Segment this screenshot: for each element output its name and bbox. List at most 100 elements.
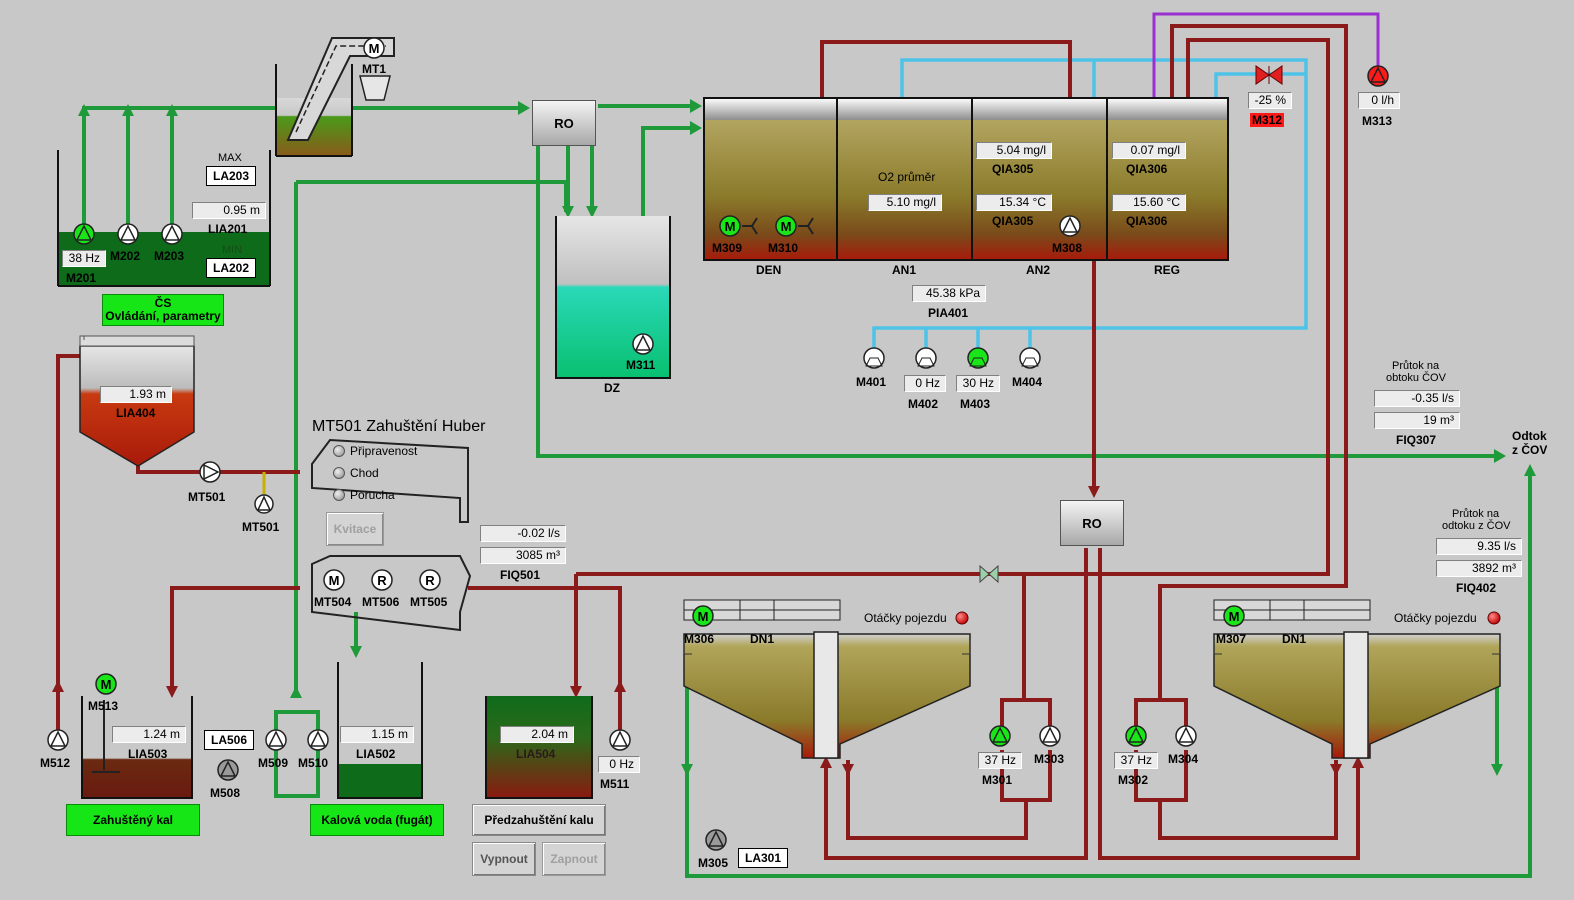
dz-tank (555, 216, 671, 379)
fiq402-caption-line1: Průtok na (1452, 508, 1500, 520)
sludge-water-button[interactable]: Kalová voda (fugát) (310, 804, 444, 836)
la202-caption: MIN (222, 244, 243, 256)
speed-alarm-lamp-left (955, 611, 969, 625)
o2-average-value: 5.10 mg/l (868, 194, 942, 211)
pump-m511 (609, 729, 631, 751)
qia306-o2-value: 0.07 mg/l (1112, 142, 1186, 159)
ro-lower[interactable]: RO (1060, 500, 1124, 546)
pump-mt501-feed (199, 461, 221, 483)
m508-tag: M508 (210, 786, 241, 800)
speed-caption-right: Otáčky pojezdu (1394, 611, 1477, 625)
dz-tag: DZ (604, 381, 620, 395)
m302-tag: M302 (1118, 773, 1149, 787)
speed-caption-left: Otáčky pojezdu (864, 611, 947, 625)
lia504-value: 2.04 m (500, 726, 574, 743)
svg-text:M: M (369, 41, 380, 56)
an1-label: AN1 (892, 263, 917, 277)
svg-text:M: M (329, 573, 340, 588)
m305-tag: M305 (698, 856, 729, 870)
pump-m301 (989, 725, 1011, 747)
m511-tag: M511 (600, 777, 630, 791)
motor-mt506: R (371, 569, 393, 591)
m313-tag: M313 (1362, 114, 1393, 128)
fiq402-tag: FIQ402 (1456, 581, 1497, 595)
den-label: DEN (756, 263, 782, 277)
m202-tag: M202 (110, 249, 141, 263)
motor-m513: M (95, 673, 117, 695)
pump-m302 (1125, 725, 1147, 747)
qia305-o2-value: 5.04 mg/l (976, 142, 1052, 159)
lia502-tank (337, 662, 423, 799)
mixer-m309: M (719, 215, 758, 237)
fiq307-flow: -0.35 l/s (1374, 390, 1460, 407)
m401-tag: M401 (856, 375, 887, 389)
status-fault-label: Porucha (350, 488, 395, 502)
svg-text:M: M (725, 219, 736, 234)
motor-m306: M (692, 605, 714, 627)
on-button[interactable]: Zapnout (542, 842, 606, 876)
lia503-tag: LIA503 (128, 747, 168, 761)
m306-tag: M306 (684, 632, 715, 646)
svg-text:R: R (425, 573, 435, 588)
m203-tag: M203 (154, 249, 185, 263)
pia401-tag: PIA401 (928, 306, 969, 320)
fiq501-flow: -0.02 l/s (480, 525, 566, 542)
lia404-value: 1.93 m (100, 386, 172, 403)
la301-tag[interactable]: LA301 (738, 848, 788, 868)
valve-m312 (1255, 65, 1283, 85)
m311-tag: M311 (626, 358, 656, 372)
o2-average-caption: O2 průměr (878, 170, 936, 184)
status-ready-label: Připravenost (350, 444, 418, 458)
pump-m305 (705, 829, 727, 851)
outflow-line1: Odtok (1512, 429, 1547, 443)
svg-text:M: M (698, 609, 709, 624)
status-lamp-fault (333, 489, 345, 501)
m301-freq: 37 Hz (978, 752, 1022, 769)
blower-m402 (915, 347, 937, 369)
svg-text:M: M (781, 219, 792, 234)
cs-control-button[interactable]: ČS Ovládání, parametry (102, 294, 224, 326)
m402-tag: M402 (908, 397, 939, 411)
lia504-tag: LIA504 (516, 747, 556, 761)
svg-text:M: M (101, 677, 112, 692)
lia502-value: 1.15 m (340, 726, 414, 743)
motor-mt504: M (323, 569, 345, 591)
motor-mt1: M (363, 37, 385, 59)
ro-upper[interactable]: RO (532, 100, 596, 146)
fiq501-volume: 3085 m³ (480, 547, 566, 564)
motor-m307: M (1223, 605, 1245, 627)
valve-red-pipe (979, 564, 999, 584)
pia401-value: 45.38 kPa (912, 285, 986, 302)
m313-value: 0 l/h (1358, 92, 1400, 109)
m510-tag: M510 (298, 756, 329, 770)
m307-tag: M307 (1216, 632, 1247, 646)
prethickening-button[interactable]: Předzahuštění kalu (472, 804, 606, 836)
la506-tag[interactable]: LA506 (204, 730, 254, 750)
mt505-tag: MT505 (410, 595, 448, 609)
pump-m510 (307, 729, 329, 751)
off-button[interactable]: Vypnout (472, 842, 536, 876)
fiq402-volume: 3892 m³ (1436, 560, 1522, 577)
qia306-temp-value: 15.60 °C (1112, 194, 1186, 211)
mt501-title: MT501 Zahuštění Huber (312, 418, 486, 435)
cs-button-line1: ČS (154, 296, 172, 310)
qia306-o2-tag: QIA306 (1126, 162, 1168, 176)
lia502-tag: LIA502 (356, 747, 396, 761)
mixer-m310: M (775, 215, 814, 237)
motor-mt505: R (419, 569, 441, 591)
pump-m303 (1039, 725, 1061, 747)
thick-sludge-button[interactable]: Zahuštěný kal (66, 804, 200, 836)
la203-tag[interactable]: LA203 (206, 166, 256, 186)
m509-tag: M509 (258, 756, 289, 770)
m513-tag: M513 (88, 699, 119, 713)
lia504-tank (485, 696, 593, 799)
speed-alarm-lamp-right (1487, 611, 1501, 625)
la202-tag[interactable]: LA202 (206, 258, 256, 278)
m201-tag: M201 (66, 271, 97, 285)
acknowledge-button[interactable]: Kvitace (326, 512, 384, 546)
qia305-temp-tag: QIA305 (992, 214, 1034, 228)
blower-m404 (1019, 347, 1041, 369)
m310-tag: M310 (768, 241, 799, 255)
fiq402-flow: 9.35 l/s (1436, 538, 1522, 555)
status-lamp-ready (333, 445, 345, 457)
